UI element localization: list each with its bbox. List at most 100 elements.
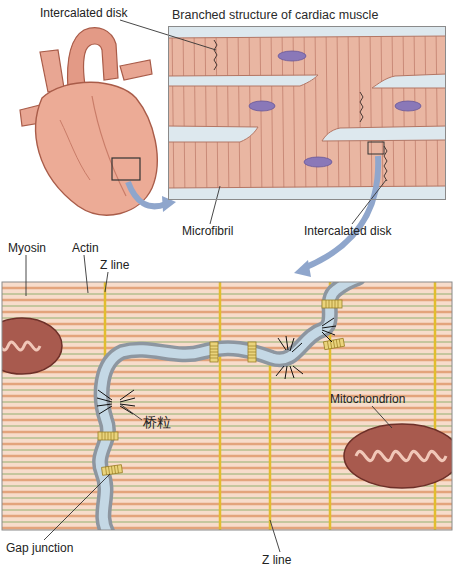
actin-filament [2,330,452,331]
z-lines [105,282,435,530]
striation [414,26,416,200]
part-label: Intercalated disk [304,224,391,238]
striation [315,26,317,200]
actin-filament [2,522,452,523]
myosin-filament [2,503,452,505]
gap-junction [322,300,342,308]
part-label: Z line [262,553,291,567]
gap-junction [210,342,218,362]
gap-junction-channel [335,300,336,308]
actin-filament [2,390,452,391]
heart [20,28,157,215]
myosin-filament [2,299,452,301]
striation [337,26,339,200]
gap-junction-channel [111,466,112,474]
gap-junction-channel [248,355,256,356]
sarcomere-panel [2,282,452,530]
gap-junction [102,465,123,476]
striation [271,26,273,200]
myosin-filament [2,371,452,373]
myosin-filament [2,407,452,409]
gap-junction-channel [105,432,106,440]
intercalated-disk-marks [214,40,387,181]
gap-junction-channel [248,349,256,350]
gap-junction [322,300,342,308]
striation [194,26,196,200]
filaments [2,282,452,530]
striation [205,26,207,200]
myosin-filament [2,515,452,517]
gap-junction-channel [333,340,334,348]
gap-junction-channel [117,465,118,473]
part-label: Intercalated disk [40,6,127,20]
nuclei [249,51,421,167]
gap-junction-channel [108,466,109,474]
gap-junction-channel [210,346,218,347]
gap-junction-channel [329,300,330,308]
gap-junction [248,342,256,362]
actin-filament [2,318,452,319]
gap-junction [98,432,118,440]
gap-junction-channel [336,340,337,348]
gap-junction-channel [114,466,115,474]
myosin-filament [2,335,452,337]
panel-border [2,282,452,530]
part-label: Microfibril [182,224,233,238]
myosin-filament [2,491,452,493]
myosin-filament [2,359,452,361]
part-label: Myosin [8,241,46,255]
striation [216,26,218,200]
part-label: Actin [72,241,99,255]
gap-junction [98,432,118,440]
gap-junction-channel [111,432,112,440]
actin-filament [2,294,452,295]
zoom-arrow [294,156,378,277]
gap-junction-channel [114,432,115,440]
gap-junction-channel [339,339,340,347]
striation [249,26,251,200]
gap-junction-channel [248,352,256,353]
myosin-filament [2,311,452,313]
actin-filament [2,306,452,307]
gap-junction [323,338,344,349]
gap-junction-channel [327,341,328,349]
fiber-outline [168,36,446,188]
striation [436,26,438,200]
gap-junction-channel [102,432,103,440]
tissue-panel [168,26,446,200]
striation [183,26,185,200]
striation [403,26,405,200]
striation [392,26,394,200]
intercalated-disk [100,282,358,530]
gap-junction [210,342,218,362]
gap-junction-channel [210,358,218,359]
cardiac-fibers [168,26,446,200]
gap-junction-channel [248,346,256,347]
part-label: Mitochondrion [330,392,405,406]
striation [172,26,174,200]
gap-junction-channel [326,300,327,308]
zoom-box [368,142,384,154]
myosin-filament [2,383,452,385]
actin-filament [2,498,452,499]
gap-junction [102,465,123,476]
gap-junctions [98,300,345,475]
actin-filament [2,378,452,379]
gap-junction-channel [210,352,218,353]
striation [304,26,306,200]
striation [227,26,229,200]
panel-box: Branched structure of cardiac muscle [168,26,446,200]
part-label: Gap junction [6,541,73,555]
myosin-filament [2,287,452,289]
actin-filament [2,414,452,415]
panel-heading: Branched structure of cardiac muscle [172,8,378,22]
striation [370,26,372,200]
striation [238,26,240,200]
actin-filament [2,366,452,367]
part-label: Z line [100,258,129,272]
striation [381,26,383,200]
part-label: 桥粒 [143,414,171,430]
myosin-filament [2,323,452,325]
